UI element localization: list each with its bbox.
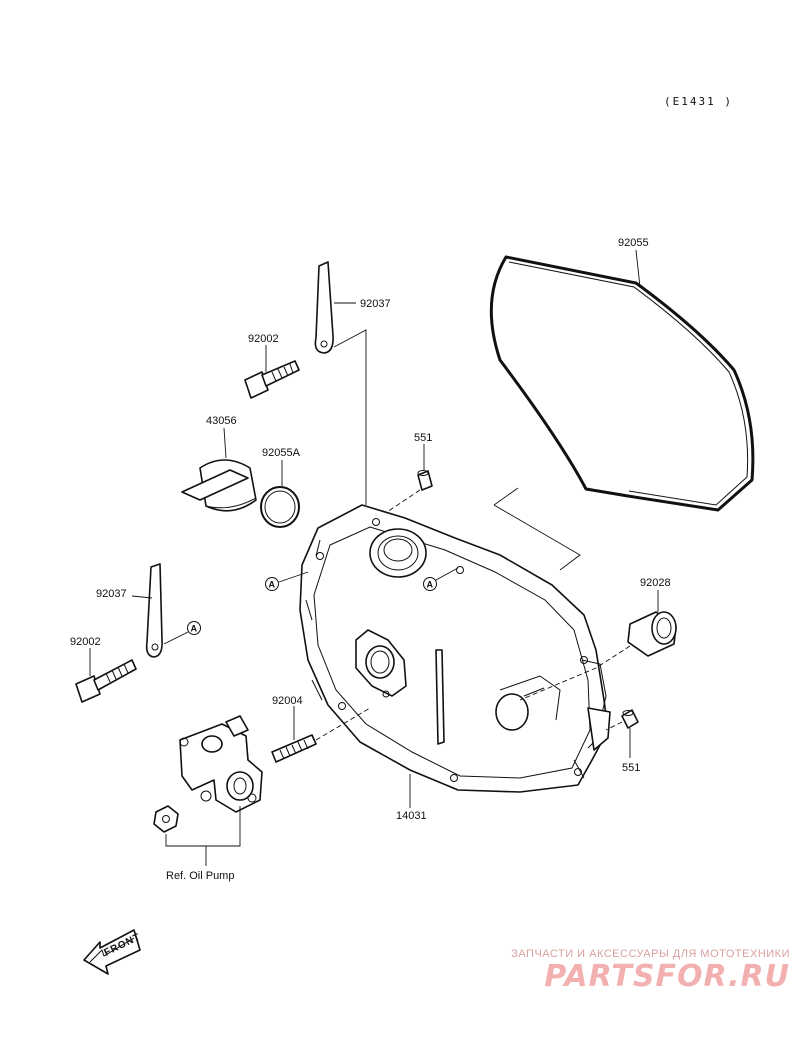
callout-92055: 92055 — [618, 237, 649, 249]
dowel-551-top — [417, 470, 433, 491]
callout-92028: 92028 — [640, 577, 671, 589]
gasket-ref-lines — [493, 487, 581, 571]
callout-92055a: 92055A — [262, 447, 301, 459]
marker-a-left-lead — [278, 571, 309, 583]
clutch-cover-14031 — [299, 504, 611, 793]
stud-92004 — [271, 734, 317, 763]
oil-pump-bracket — [165, 806, 241, 866]
svg-text:A: A — [269, 580, 276, 590]
callout-92037-top: 92037 — [360, 298, 391, 310]
callout-92002-top: 92002 — [248, 333, 279, 345]
bushing-92028 — [627, 611, 677, 657]
oil-pipe-92037-left — [145, 563, 163, 658]
leader-92037-left — [131, 595, 153, 599]
callout-14031: 14031 — [396, 810, 427, 822]
leader-92055 — [635, 249, 641, 288]
callout-92037-left: 92037 — [96, 588, 127, 600]
callout-551-top: 551 — [414, 432, 432, 444]
gasket-92055 — [489, 255, 755, 512]
watermark-tagline: ЗАПЧАСТИ И АКСЕССУАРЫ ДЛЯ МОТОТЕХНИКИ — [511, 948, 790, 960]
diagram-code: (E1431 ) — [664, 95, 733, 108]
callout-43056: 43056 — [206, 415, 237, 427]
oil-pump-nut — [153, 805, 179, 833]
leader-92037-top-line — [333, 329, 367, 505]
bolt-92002-top — [244, 360, 300, 399]
stud-axis — [315, 707, 371, 741]
dowel-551-right — [621, 709, 639, 729]
callout-551-right: 551 — [622, 762, 640, 774]
bolt-92002-left — [75, 659, 137, 703]
bushing-axis — [519, 645, 631, 701]
marker-a-pipe: A — [187, 621, 201, 635]
front-arrow-icon: FRONT — [83, 929, 143, 975]
svg-text:A: A — [427, 580, 434, 590]
oil-pump — [179, 715, 263, 813]
svg-text:A: A — [191, 624, 198, 634]
marker-a-cover-lead — [435, 567, 459, 581]
watermark: ЗАПЧАСТИ И АКСЕССУАРЫ ДЛЯ МОТОТЕХНИКИ PA… — [470, 948, 790, 994]
marker-a-cover: A — [423, 577, 437, 591]
leader-43056 — [223, 427, 227, 459]
marker-a-left: A — [265, 577, 279, 591]
watermark-logo: PARTSFOR.RU — [544, 959, 790, 994]
o-ring-92055a — [260, 486, 300, 528]
marker-a-pipe-lead — [163, 631, 189, 645]
filler-cap-43056 — [181, 459, 257, 512]
callout-oil-pump: Ref. Oil Pump — [166, 870, 234, 882]
callout-92002-left: 92002 — [70, 636, 101, 648]
callout-92004: 92004 — [272, 695, 303, 707]
dowel-right-axis — [605, 721, 623, 731]
oil-pipe-92037-top — [314, 261, 334, 354]
